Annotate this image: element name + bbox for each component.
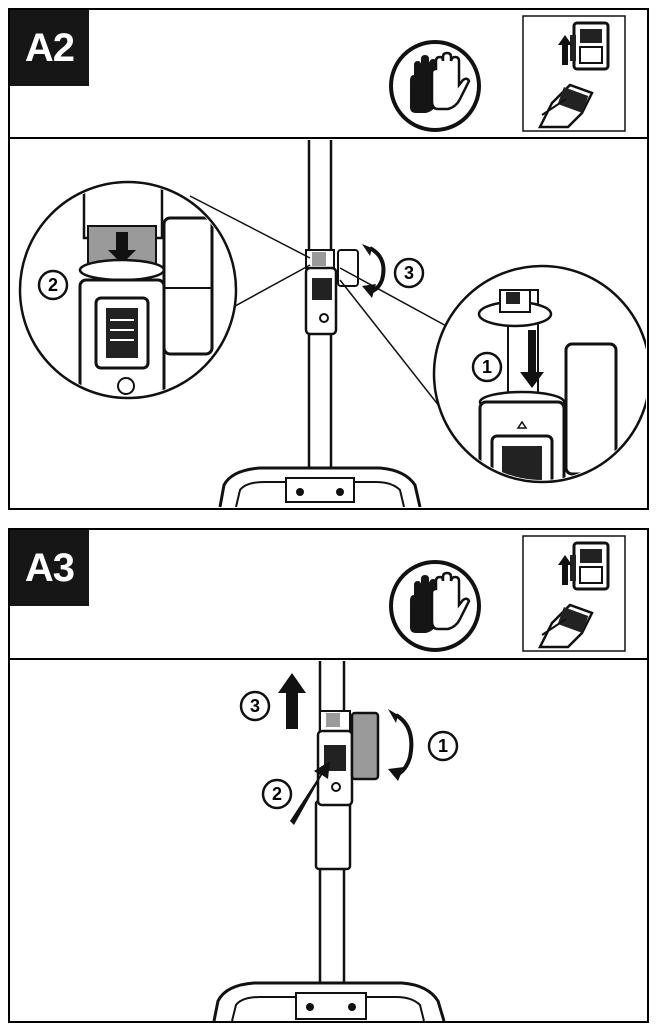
callout-number: 3 — [403, 262, 414, 283]
callout-number: 2 — [271, 783, 282, 804]
battery-removal-icon — [522, 15, 626, 132]
callout-number: 1 — [437, 735, 448, 756]
step-panel-a2: A2 — [8, 8, 649, 510]
callout-number: 2 — [47, 274, 58, 295]
callout-circle — [393, 257, 425, 289]
callout-circle — [261, 778, 293, 810]
callout-circle — [37, 269, 69, 301]
callout-circle — [471, 351, 503, 383]
step-title: A2 — [10, 10, 89, 86]
callout-2: 2 — [260, 777, 294, 811]
callout-3: 3 — [238, 689, 272, 723]
gloves-icon — [386, 37, 484, 135]
gloves-icon — [386, 557, 484, 655]
panel-header: A3 — [10, 530, 647, 660]
battery-removal-icon — [522, 535, 626, 652]
callout-circle — [239, 690, 271, 722]
callout-3: 3 — [392, 256, 426, 290]
callout-number: 1 — [481, 356, 492, 377]
callout-circle — [427, 730, 459, 762]
panel-header: A2 — [10, 10, 647, 139]
callout-2: 2 — [36, 268, 70, 302]
disassembly-illustration: 3 1 2 — [10, 661, 647, 1021]
callout-number: 3 — [249, 695, 260, 716]
callout-1: 1 — [426, 729, 460, 763]
step-title: A3 — [10, 530, 89, 606]
assembly-illustration: 2 3 1 — [10, 140, 647, 508]
step-panel-a3: A3 — [8, 528, 649, 1023]
callout-1: 1 — [470, 350, 504, 384]
